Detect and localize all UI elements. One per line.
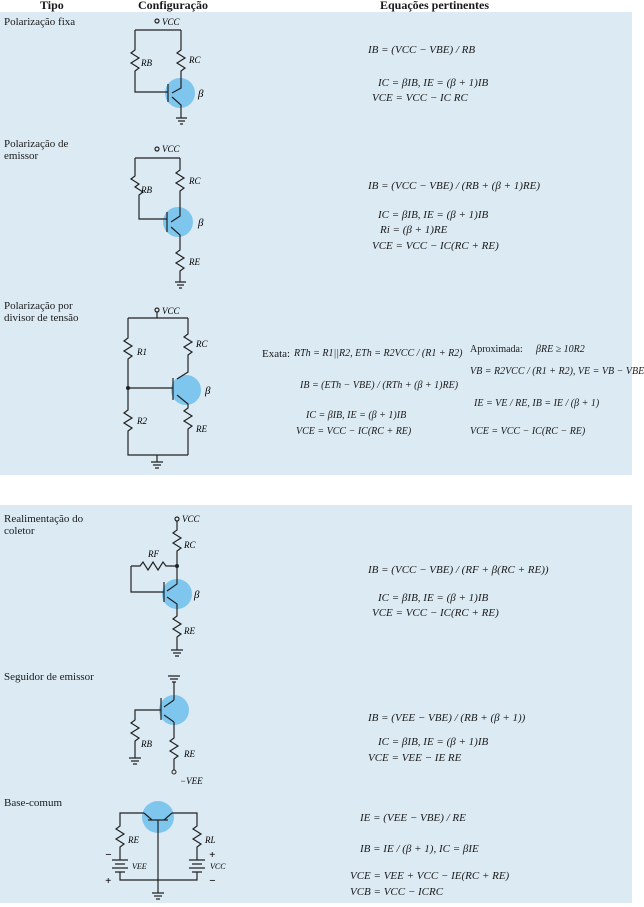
eq-aprox-label: Aproximada: xyxy=(470,344,523,355)
header-configuracao: Configuração xyxy=(138,0,208,12)
tipo-base-comum: Base-comum xyxy=(4,797,63,809)
eq-aprox-1: VB = R2VCC / (R1 + R2), VE = VB − VBE xyxy=(470,366,644,377)
eq-aprox-0: βRE ≥ 10R2 xyxy=(536,344,585,355)
eq-base-1: IE = (VEE − VBE) / RE xyxy=(360,812,466,824)
eq-realim-1: IB = (VCC − VBE) / (RF + β(RC + RE)) xyxy=(368,564,549,576)
eq-fixa-3: VCE = VCC − IC RC xyxy=(372,92,468,104)
panel-top xyxy=(0,12,632,475)
eq-divisor-4: VCE = VCC − IC(RC + RE) xyxy=(296,426,412,437)
eq-emissor-1: IB = (VCC − VBE) / (RB + (β + 1)RE) xyxy=(368,180,541,192)
tipo-seguidor-emissor: Seguidor de emissor xyxy=(4,671,94,683)
eq-fixa-1: IB = (VCC − VBE) / RB xyxy=(368,44,476,56)
eq-divisor-2: IB = (ETh − VBE) / (RTh + (β + 1)RE) xyxy=(300,380,459,391)
eq-fixa-2: IC = βIB, IE = (β + 1)IB xyxy=(378,77,489,89)
eq-divisor-exata-label: Exata: xyxy=(262,348,291,360)
header-tipo: Tipo xyxy=(40,0,64,12)
eq-aprox-3: VCE = VCC − IC(RC − RE) xyxy=(470,426,586,437)
eq-seguidor-3: VCE = VEE − IE RE xyxy=(368,752,462,764)
eq-seguidor-2: IC = βIB, IE = (β + 1)IB xyxy=(378,736,489,748)
eq-emissor-2: IC = βIB, IE = (β + 1)IB xyxy=(378,209,489,221)
eq-emissor-4: VCE = VCC − IC(RC + RE) xyxy=(372,240,499,252)
eq-divisor-3: IC = βIB, IE = (β + 1)IB xyxy=(306,410,407,421)
eq-realim-3: VCE = VCC − IC(RC + RE) xyxy=(372,607,499,619)
eq-base-4: VCB = VCC − ICRC xyxy=(350,886,444,898)
table-header: Tipo Configuração Equações pertinentes xyxy=(0,0,632,12)
eq-base-3: VCE = VEE + VCC − IE(RC + RE) xyxy=(350,870,510,882)
tipo-polarizacao-fixa: Polarização fixa xyxy=(4,16,76,28)
eq-aprox-2: IE = VE / RE, IB = IE / (β + 1) xyxy=(474,398,600,409)
eq-realim-2: IC = βIB, IE = (β + 1)IB xyxy=(378,592,489,604)
eq-emissor-3: Ri = (β + 1)RE xyxy=(380,224,448,236)
header-equacoes: Equações pertinentes xyxy=(380,0,489,12)
eq-divisor-1: RTh = R1||R2, ETh = R2VCC / (R1 + R2) xyxy=(294,348,463,359)
panel-bottom xyxy=(0,505,632,903)
eq-base-2: IB = IE / (β + 1), IC = βIE xyxy=(360,843,479,855)
eq-seguidor-1: IB = (VEE − VBE) / (RB + (β + 1)) xyxy=(368,712,526,724)
